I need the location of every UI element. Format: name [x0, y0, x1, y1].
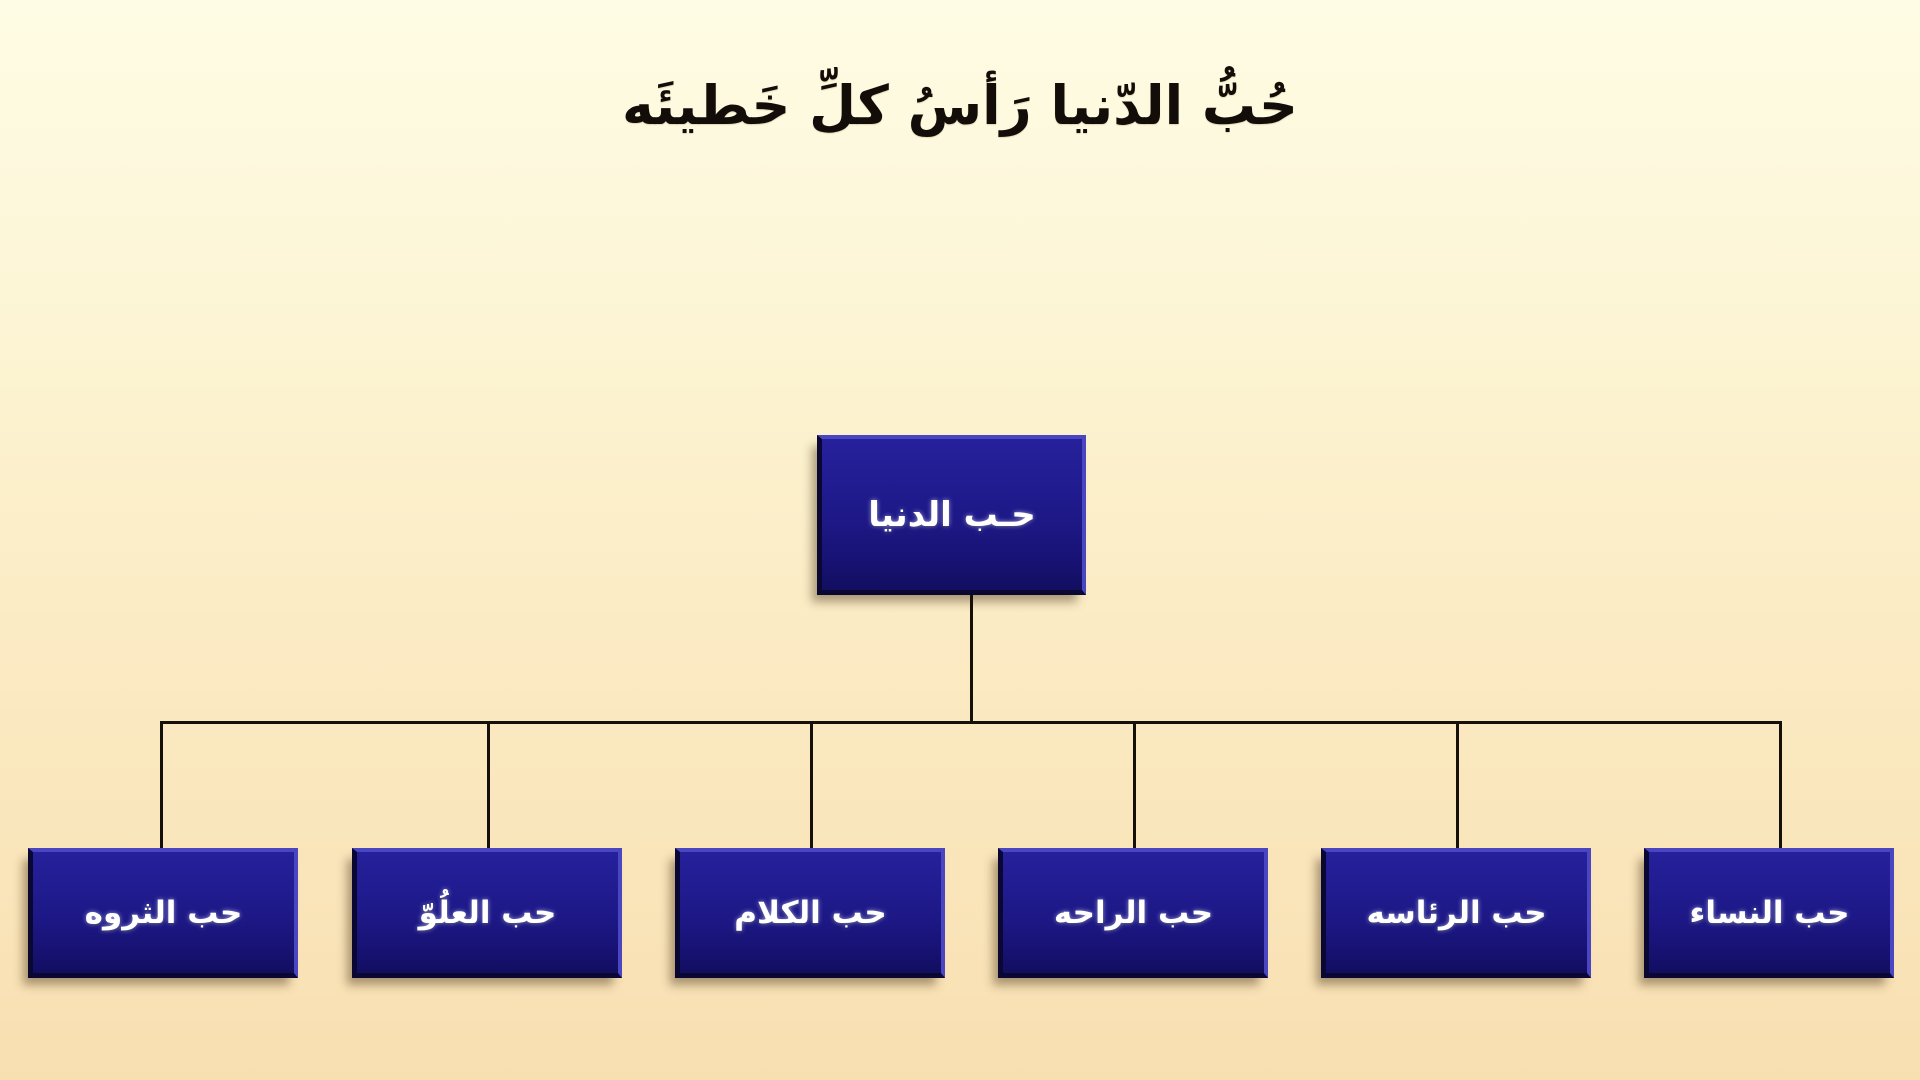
- page-title: حُبُّ الدّنيا رَأسُ كلِّ خَطيئَه: [622, 74, 1298, 137]
- node-child-hubb-alkalam[interactable]: حب الكلام: [675, 848, 945, 978]
- node-child-label-3: حب الكلام: [734, 894, 887, 931]
- connector-drop-2: [1456, 721, 1459, 849]
- node-child-hubb-altharwa[interactable]: حب الثروه: [28, 848, 298, 978]
- node-child-hubb-alulu[interactable]: حب العلُوّ: [352, 848, 622, 978]
- node-child-label-6: حب النساء: [1689, 894, 1850, 931]
- connector-drop-6: [160, 721, 163, 849]
- connector-drop-3: [1133, 721, 1136, 849]
- node-child-label-1: حب الثروه: [84, 894, 243, 931]
- node-child-hubb-alraha[interactable]: حب الراحه: [998, 848, 1268, 978]
- node-root-label: حـب الدنيا: [868, 494, 1036, 535]
- node-root-hubb-aldunya[interactable]: حـب الدنيا: [817, 435, 1086, 595]
- node-child-hubb-alriasa[interactable]: حب الرئاسه: [1321, 848, 1591, 978]
- node-child-label-2: حب العلُوّ: [418, 894, 557, 931]
- node-child-label-5: حب الرئاسه: [1366, 894, 1547, 931]
- connector-root-stem: [970, 595, 973, 723]
- connector-drop-4: [810, 721, 813, 849]
- node-child-label-4: حب الراحه: [1053, 894, 1214, 931]
- connector-horizontal-bus: [160, 721, 1782, 724]
- connector-drop-5: [487, 721, 490, 849]
- node-child-hubb-alnisa[interactable]: حب النساء: [1644, 848, 1894, 978]
- connector-drop-1: [1779, 721, 1782, 849]
